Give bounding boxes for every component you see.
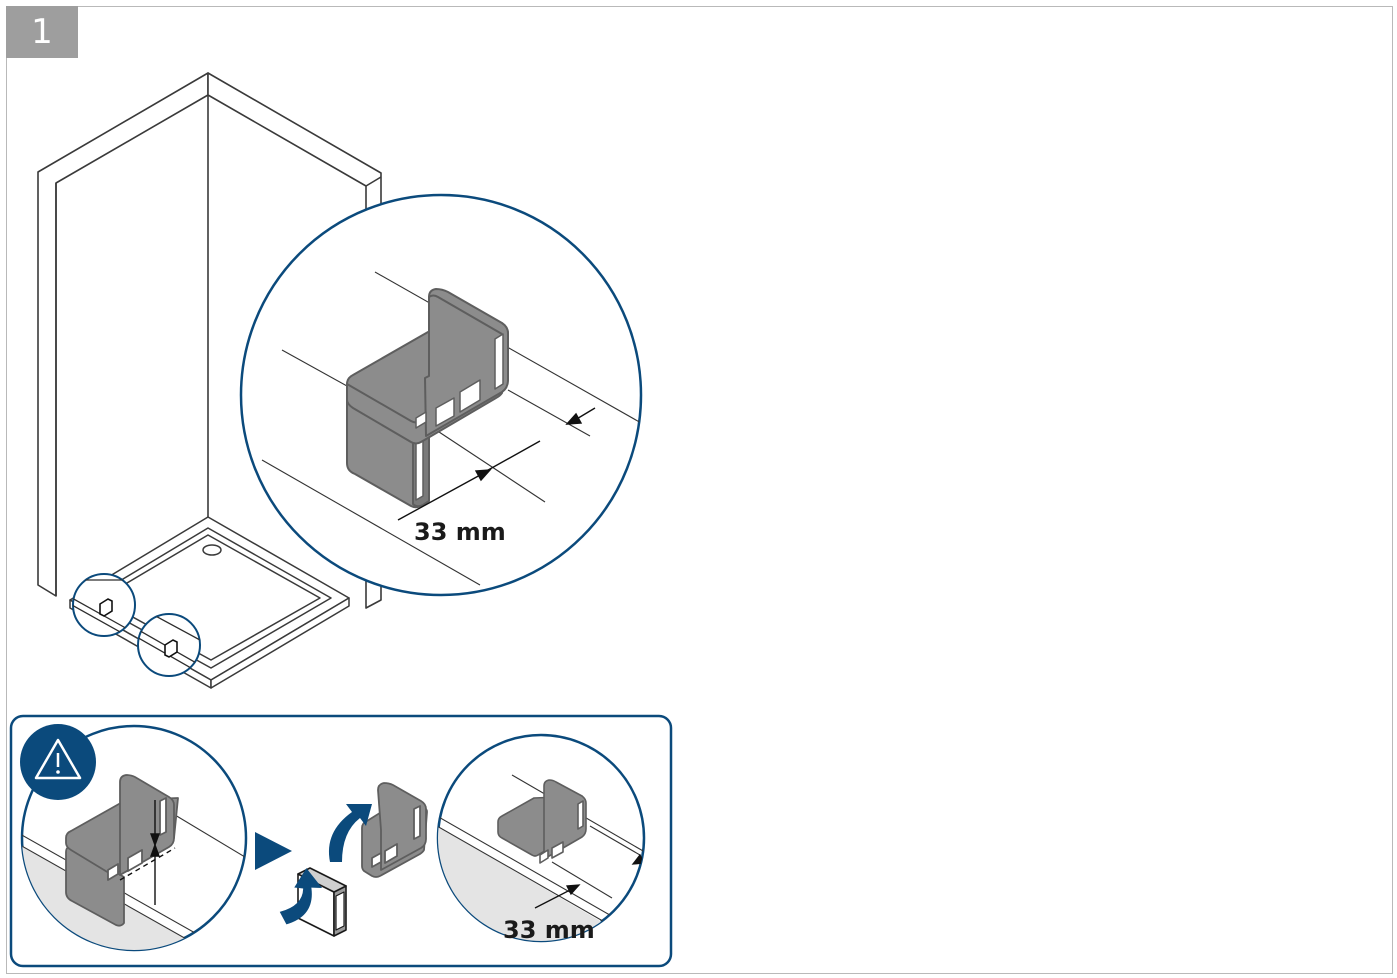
wall-bracket-part xyxy=(346,288,509,509)
callout-circle-2 xyxy=(137,613,201,677)
arrow-right-icon xyxy=(255,832,292,870)
shower-corner-walls xyxy=(37,72,382,609)
step-number-badge: 1 xyxy=(6,6,78,58)
clip-piece xyxy=(297,867,347,937)
warning-panel: 33 mm xyxy=(9,714,673,968)
warning-icon xyxy=(20,724,96,800)
dimension-label-33mm: 33 mm xyxy=(414,518,506,546)
warning-dimension-label-33mm: 33 mm xyxy=(503,916,595,944)
detail-magnifier: 33 mm xyxy=(239,193,643,597)
drain-icon xyxy=(202,544,222,556)
dimension-arrows xyxy=(397,407,596,521)
figure-frame xyxy=(6,6,1393,974)
rotate-arrow-icon xyxy=(279,804,372,925)
